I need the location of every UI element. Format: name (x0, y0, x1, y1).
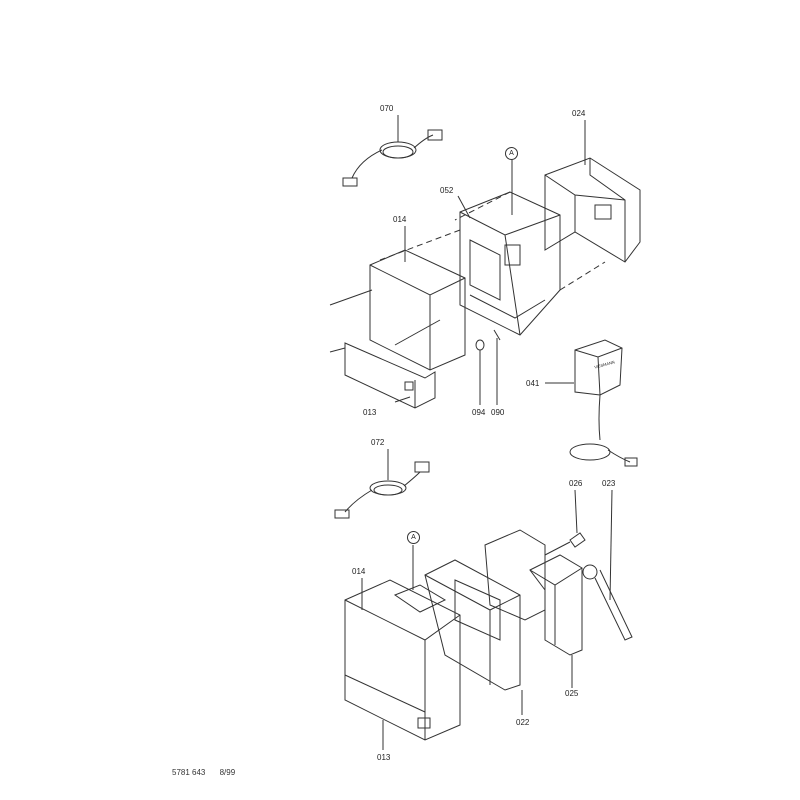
part-014-013-assembled-housing (344, 545, 461, 750)
callout-a-bottom: A (407, 531, 420, 544)
part-070-cable (342, 129, 443, 187)
label-052: 052 (440, 186, 454, 195)
part-024-back-housing (544, 157, 641, 263)
part-094-090-fasteners (475, 329, 501, 405)
label-090: 090 (491, 408, 505, 417)
label-023: 023 (602, 479, 616, 488)
footer: 5781 643 8/99 (172, 768, 247, 777)
part-013-strip (329, 342, 436, 409)
label-072: 072 (371, 438, 385, 447)
label-041: 041 (526, 379, 540, 388)
label-070: 070 (380, 104, 394, 113)
part-026-023-sensor-clamp (544, 489, 633, 641)
label-025: 025 (565, 689, 579, 698)
part-022-base (424, 529, 546, 715)
leader-lines (387, 115, 586, 480)
part-072-cable (334, 461, 430, 519)
doc-number: 5781 643 (172, 768, 206, 777)
label-026: 026 (569, 479, 583, 488)
part-025-plate (529, 554, 583, 688)
label-024: 024 (572, 109, 586, 118)
part-014-cover (329, 249, 466, 371)
doc-date: 8/99 (219, 768, 236, 777)
label-013-bottom: 013 (377, 753, 391, 762)
part-052-mounting-frame (379, 191, 606, 336)
label-094: 094 (472, 408, 486, 417)
part-041-sensor (545, 339, 638, 467)
label-013-top: 013 (363, 408, 377, 417)
label-014-bottom: 014 (352, 567, 366, 576)
callout-a-top: A (505, 147, 518, 160)
label-014-top: 014 (393, 215, 407, 224)
label-022: 022 (516, 718, 530, 727)
